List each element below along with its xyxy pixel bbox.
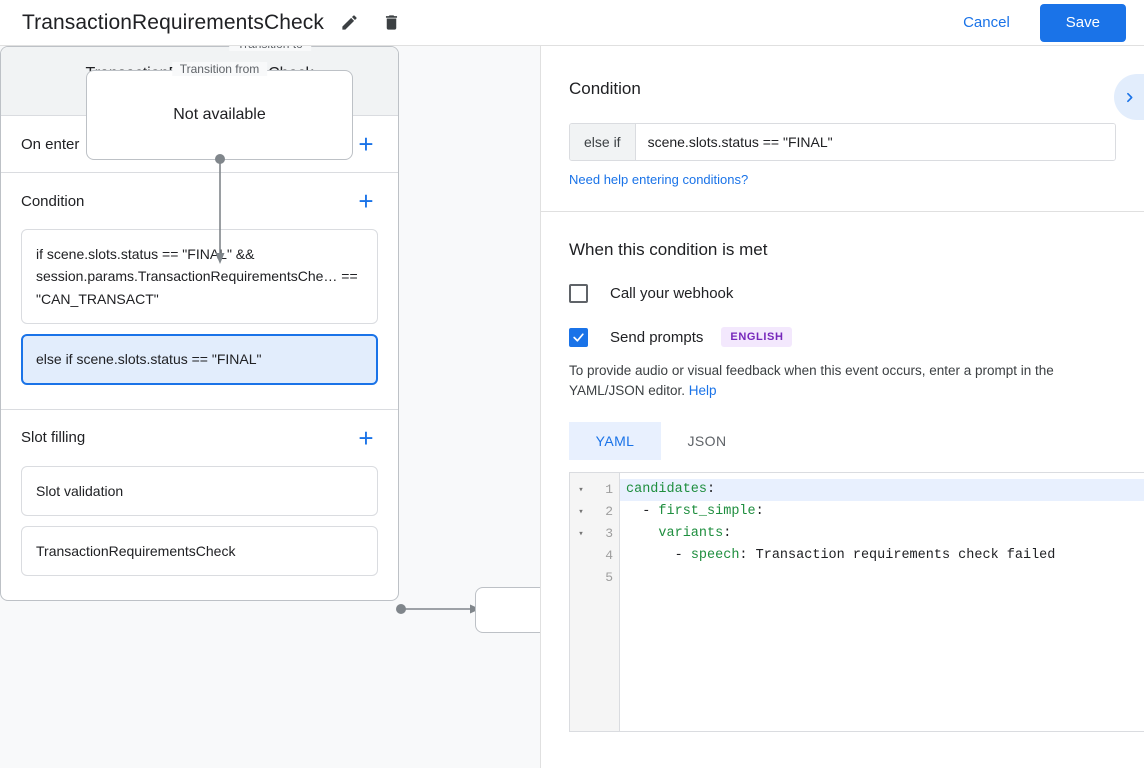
- section-slot-filling-title: Slot filling: [21, 429, 86, 447]
- condition-heading: Condition: [569, 79, 641, 98]
- call-webhook-label: Call your webhook: [610, 285, 734, 302]
- toolbar-actions: Cancel Save: [949, 3, 1126, 42]
- yaml-editor[interactable]: ▾ ▾ ▾ 1 2 3 4 5 candidates: - first_simp…: [569, 472, 1144, 733]
- condition-item-selected[interactable]: else if scene.slots.status == "FINAL": [21, 334, 378, 385]
- fold-marker[interactable]: ▾: [578, 529, 584, 540]
- save-button[interactable]: Save: [1039, 3, 1126, 42]
- tab-json[interactable]: JSON: [687, 433, 727, 450]
- transition-from-box: Transition from Not available: [86, 62, 353, 160]
- flow-connector-horizontal: [396, 604, 480, 614]
- editor-line-numbers: 1 2 3 4 5: [592, 473, 620, 732]
- flow-connector-vertical: [215, 154, 225, 264]
- add-condition-button[interactable]: +: [358, 186, 374, 216]
- details-panel: Condition else if scene.slots.status == …: [540, 46, 1144, 768]
- code-punctuation: :: [755, 504, 764, 520]
- condition-help-link[interactable]: Need help entering conditions?: [569, 172, 749, 187]
- flow-canvas: Transition from Not available Transition…: [0, 46, 540, 768]
- condition-input-row[interactable]: else if scene.slots.status == "FINAL": [569, 123, 1116, 161]
- editor-code-area[interactable]: candidates: - first_simple: variants: - …: [620, 473, 1144, 731]
- prompt-hint-text: To provide audio or visual feedback when…: [569, 361, 1116, 400]
- code-line: variants:: [620, 523, 1144, 545]
- condition-met-block: When this condition is met Call your web…: [541, 240, 1144, 461]
- call-webhook-checkbox[interactable]: [569, 284, 588, 303]
- code-indent: [626, 526, 658, 541]
- prompt-hint-body: To provide audio or visual feedback when…: [569, 363, 1054, 398]
- condition-expression-input[interactable]: scene.slots.status == "FINAL": [635, 124, 1115, 160]
- condition-list: if scene.slots.status == "FINAL" && sess…: [21, 229, 378, 409]
- panel-divider: [541, 211, 1144, 212]
- slot-filling-item[interactable]: Slot validation: [21, 465, 378, 516]
- code-line: - first_simple:: [620, 501, 1144, 523]
- editor-fold-column: ▾ ▾ ▾: [570, 473, 592, 732]
- code-indent: -: [626, 548, 691, 564]
- condition-met-heading: When this condition is met: [569, 240, 768, 259]
- next-node-box[interactable]: [475, 587, 540, 633]
- condition-block: Condition else if scene.slots.status == …: [541, 46, 1144, 189]
- code-punctuation: :: [723, 526, 732, 542]
- condition-item[interactable]: if scene.slots.status == "FINAL" && sess…: [21, 229, 378, 325]
- line-number: 2: [605, 504, 613, 520]
- code-key: variants: [658, 526, 724, 542]
- section-slot-filling-head: Slot filling +: [21, 410, 378, 466]
- add-on-enter-button[interactable]: +: [358, 129, 374, 159]
- transition-from-value: Not available: [173, 106, 266, 123]
- editor-format-tabs: YAML JSON: [569, 422, 1116, 461]
- section-condition-title: Condition: [21, 192, 85, 210]
- page-title: TransactionRequirementsCheck: [22, 10, 324, 34]
- slot-filling-list: Slot validation TransactionRequirementsC…: [21, 465, 378, 601]
- code-punctuation: :: [739, 548, 748, 564]
- send-prompts-row[interactable]: Send prompts ENGLISH: [569, 327, 1116, 347]
- code-key: first_simple: [658, 504, 756, 520]
- line-number: 5: [605, 570, 613, 586]
- code-key: speech: [690, 548, 740, 564]
- language-badge: ENGLISH: [721, 327, 793, 347]
- code-indent: -: [626, 504, 659, 520]
- send-prompts-checkbox[interactable]: [569, 327, 588, 347]
- transition-to-legend: Transition to: [229, 46, 311, 51]
- section-slot-filling: Slot filling + Slot validation Transacti…: [1, 410, 398, 601]
- trash-icon[interactable]: [374, 6, 408, 40]
- transition-from-legend: Transition from: [171, 62, 268, 76]
- send-prompts-label: Send prompts: [610, 328, 704, 346]
- pencil-icon[interactable]: [332, 6, 366, 40]
- slot-filling-item[interactable]: TransactionRequirementsCheck: [21, 525, 378, 577]
- cancel-button[interactable]: Cancel: [949, 6, 1024, 39]
- add-slot-filling-button[interactable]: +: [358, 422, 374, 453]
- chevron-right-icon[interactable]: [1114, 74, 1144, 120]
- prompt-help-link[interactable]: Help: [688, 382, 717, 398]
- code-value: Transaction requirements check failed: [747, 548, 1056, 564]
- section-on-enter-title: On enter: [21, 135, 80, 153]
- line-number: 1: [605, 482, 613, 498]
- section-on-enter-head: On enter +: [21, 116, 378, 172]
- section-condition-head: Condition +: [21, 173, 378, 229]
- code-key: candidates: [626, 482, 708, 498]
- fold-marker[interactable]: ▾: [578, 507, 584, 518]
- code-punctuation: :: [707, 482, 716, 498]
- code-line: [620, 567, 1144, 589]
- top-toolbar: TransactionRequirementsCheck Cancel Save: [0, 0, 1144, 46]
- fold-marker[interactable]: ▾: [578, 485, 584, 496]
- line-number: 4: [605, 548, 613, 564]
- code-line: - speech: Transaction requirements check…: [620, 545, 1144, 567]
- condition-prefix-label: else if: [570, 124, 636, 160]
- line-number: 3: [605, 526, 613, 542]
- section-condition: Condition + if scene.slots.status == "FI…: [1, 173, 398, 410]
- tab-yaml[interactable]: YAML: [569, 422, 661, 461]
- code-line: candidates:: [620, 479, 1144, 502]
- webhook-row[interactable]: Call your webhook: [569, 284, 1116, 303]
- section-on-enter: On enter +: [1, 116, 398, 173]
